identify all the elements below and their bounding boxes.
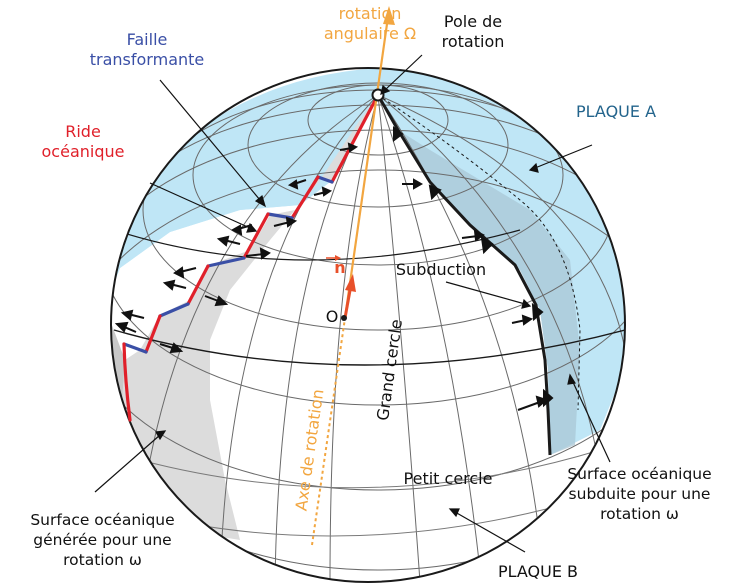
pole-label: Pole de rotation [418,12,528,52]
trench-tooth [428,184,442,201]
subducted-surface-label: Surface océanique subduite pour une rota… [545,464,734,524]
subducted-band [395,128,580,455]
generated-surface-label: Surface océanique générée pour une rotat… [0,510,205,570]
ridge-segment [242,212,270,260]
ride-leader [149,182,251,229]
plaque-b-label: PLAQUE B [497,562,579,581]
ridge-segment [122,342,132,422]
pole-label-line2: rotation [441,32,505,51]
velocity-arrow [339,142,359,153]
rotation-label: rotation angulaire Ω [305,4,435,44]
plaque-a-label: PLAQUE A [575,102,657,121]
great-circle-line [113,329,625,366]
velocity-arrow [402,178,424,190]
generated-ocean-band [120,95,378,540]
velocity-arrow [216,235,241,247]
subduction-label: Subduction [395,260,487,279]
trench-tooth [393,126,404,142]
ridge-segment [186,264,210,306]
rotation-label-line2: angulaire Ω [323,24,417,43]
velocity-arrow [273,216,298,228]
trench-tooth [531,302,544,322]
faille-label-line1: Faille [126,30,168,49]
transform-segment [206,256,246,268]
faille-label-line2: transformante [89,50,205,69]
ride-label: Ride océanique [28,122,138,162]
velocity-arrow [114,321,137,333]
rotation-axis-hidden [311,317,346,546]
ridge-system [122,93,380,422]
ridge-segment [290,175,320,220]
subduction-arrows [393,126,554,411]
latitude-lines [139,449,601,537]
subduction-leader [445,281,526,305]
generated-surface-line2: générée pour une [33,531,172,549]
plaque-a-cap [111,68,625,455]
ride-label-line1: Ride [65,122,101,141]
plaque-a-leader [534,144,593,169]
subducted-surface-line3: rotation ω [600,505,679,523]
velocity-arrow [173,266,197,279]
globe-outline [110,67,626,583]
n-vector-label: n [334,258,346,277]
generated-surface-leader [94,434,161,493]
transform-segment [122,342,148,354]
faille-label: Faille transformante [82,30,212,70]
ridge-segment [330,93,380,184]
origin-point [341,315,347,321]
velocity-arrow [313,186,333,197]
small-circle-line [113,229,521,261]
velocity-arrow [159,342,184,354]
velocity-arrow [511,314,534,326]
plaque-b-leader [454,511,526,553]
subducted-surface-line2: subduite pour une [568,485,711,503]
velocity-arrow [162,279,187,291]
ride-label-line2: océanique [41,142,125,161]
transform-segment [158,302,190,318]
velocity-arrows [114,142,359,354]
pole-point [371,88,385,102]
velocity-arrow [204,295,229,307]
pole-leader [384,54,423,91]
ridge-segment [144,314,162,354]
trench-tooth [543,388,554,408]
faille-leader [159,79,261,201]
velocity-arrow [287,179,307,190]
normal-vector-arrowhead [345,274,356,292]
vector-arrow-icon [335,255,341,261]
rotation-axis-arrowhead [383,6,395,25]
rotation-axis [343,9,391,319]
petit-cercle-label: Petit cercle [403,469,493,488]
trench-tooth [480,236,494,255]
velocity-arrow [120,309,145,321]
leader-lines [94,54,611,553]
transform-segment [316,175,334,184]
subducted-surface-line1: Surface océanique [567,465,712,483]
velocity-arrow [517,395,548,411]
pole-label-line1: Pole de [443,12,503,31]
origin-label: O [325,307,339,326]
subducted-surface-leader [571,379,611,463]
subducted-limit-dashed [377,94,581,411]
velocity-arrow [245,247,271,260]
velocity-arrow [461,229,485,242]
generated-surface-line1: Surface océanique [30,511,175,529]
rotation-label-line1: rotation [338,4,402,23]
generated-surface-line3: rotation ω [63,551,142,569]
